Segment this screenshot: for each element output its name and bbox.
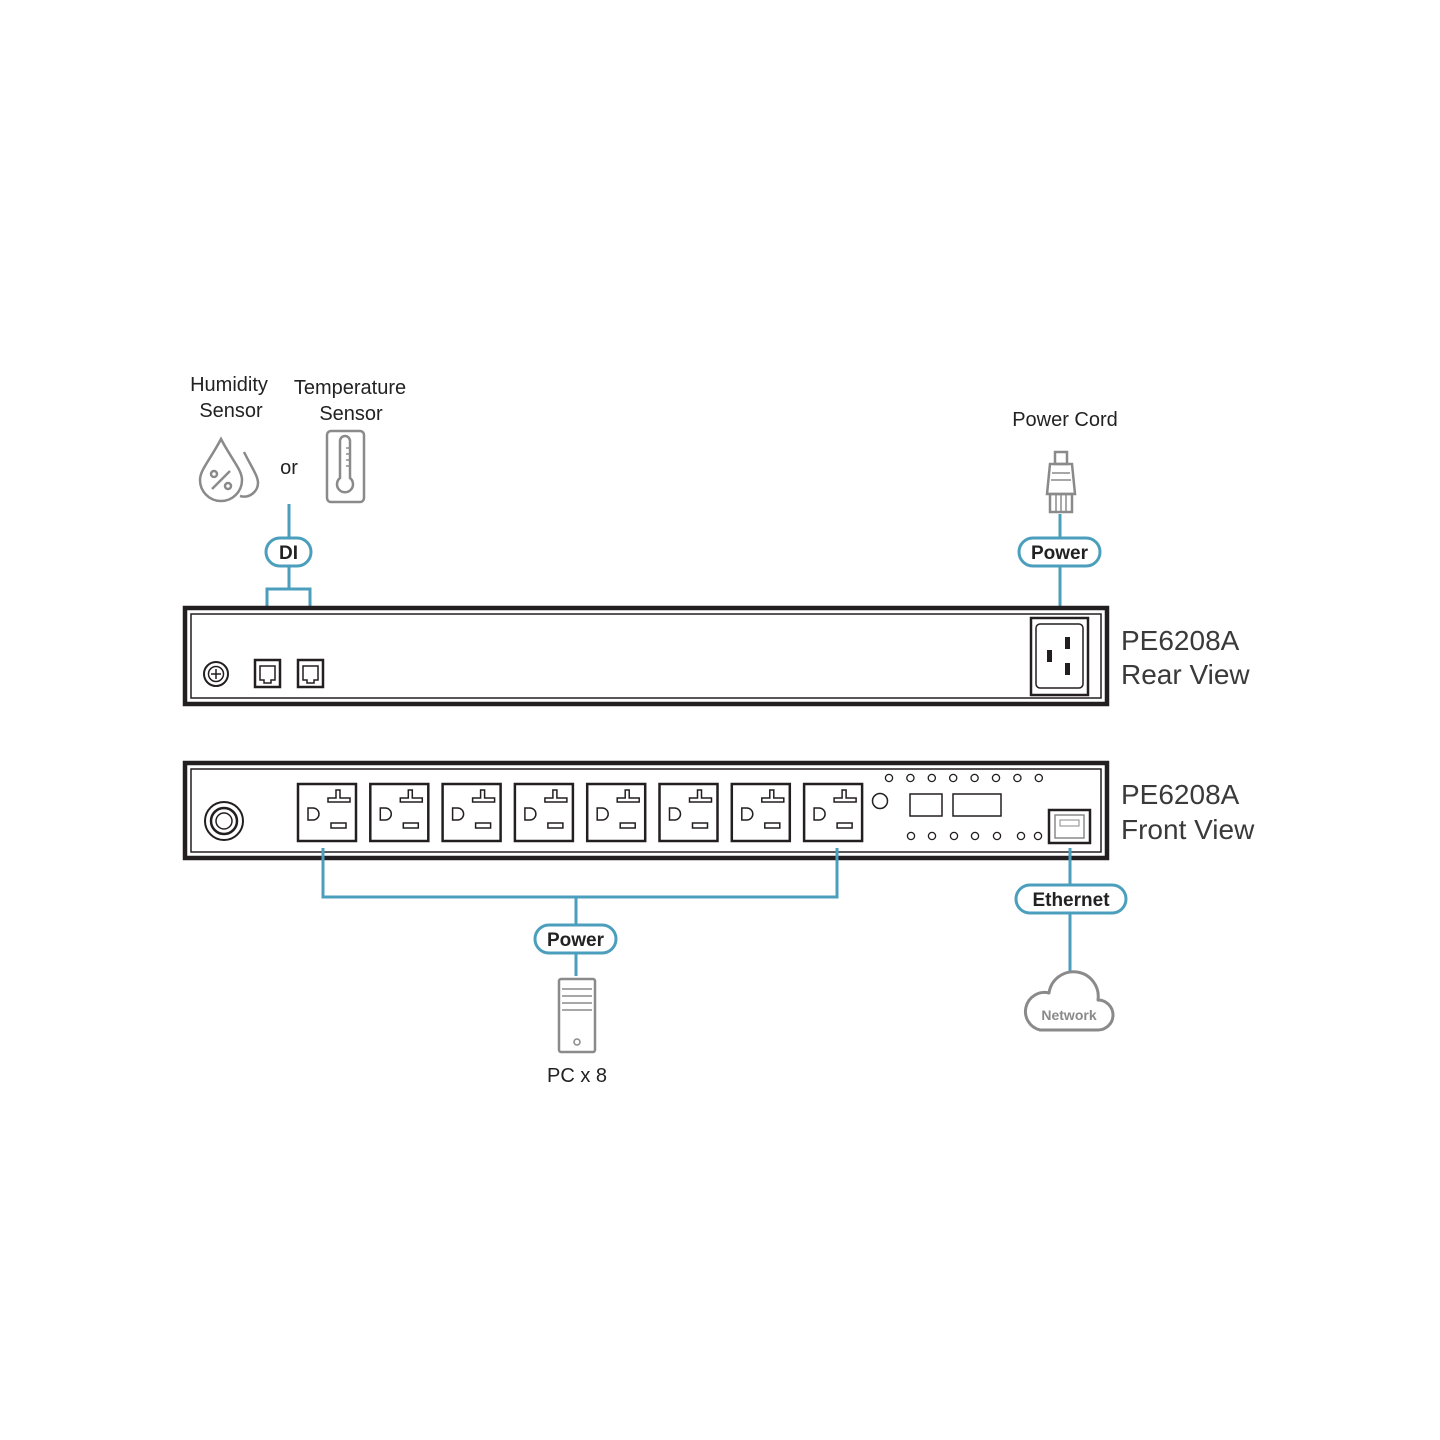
rear-power-pill: Power [1017, 536, 1102, 568]
front-power-pill-label: Power [547, 930, 605, 951]
network-label: Network [1041, 1007, 1096, 1023]
cloud-icon [1023, 970, 1115, 1032]
led-bottom-4 [970, 831, 980, 841]
front-device-model: PE6208A [1121, 779, 1240, 810]
rear-power-pill-label: Power [1031, 543, 1089, 564]
temperature-sensor-label-line1: Temperature [294, 377, 406, 399]
led-row-bottom [906, 831, 1043, 841]
outlet-8-icon [802, 782, 864, 843]
led-bottom-3 [949, 831, 959, 841]
or-text: or [280, 457, 298, 479]
temperature-sensor-label-line2: Sensor [319, 403, 383, 425]
outlet-2-icon [369, 782, 430, 843]
power-inlet-icon [1029, 616, 1090, 697]
reset-button-icon [871, 792, 889, 810]
di-pill: DI [264, 536, 313, 568]
front-device-view-label: Front View [1121, 814, 1255, 845]
power-plug-icon [1045, 450, 1077, 514]
humidity-sensor: Humidity Sensor [190, 374, 268, 503]
di-port-2-icon [296, 658, 325, 689]
humidity-sensor-label-line1: Humidity [190, 374, 268, 396]
ethernet-pill: Ethernet [1014, 883, 1128, 915]
outlet-3-icon [441, 782, 502, 843]
led-top-2 [906, 773, 915, 783]
di-port-1-icon [253, 658, 282, 689]
led-top-3 [927, 773, 937, 783]
led-top-8 [1034, 773, 1044, 783]
ethernet-port-icon [1047, 808, 1092, 845]
led-bottom-5 [992, 831, 1002, 841]
rear-device-model: PE6208A [1121, 625, 1240, 656]
di-pill-label: DI [279, 543, 298, 564]
led-top-7 [1013, 773, 1022, 783]
ground-screw-icon [203, 661, 229, 687]
humidity-drops-icon [198, 436, 260, 503]
front-power-connection [321, 848, 839, 976]
temperature-sensor: Temperature Sensor [294, 377, 406, 504]
outlet-7-icon [730, 782, 792, 843]
led-top-1 [884, 773, 894, 783]
circuit-breaker-icon [204, 801, 244, 841]
humidity-sensor-label-line2: Sensor [199, 400, 263, 422]
display-window-large [952, 793, 1002, 817]
outlet-4-icon [513, 782, 575, 843]
ethernet-pill-label: Ethernet [1032, 890, 1110, 911]
pc-label: PC x 8 [547, 1065, 607, 1087]
outlet-5-icon [585, 782, 647, 843]
rear-device-panel [182, 605, 1110, 707]
outlet-6-icon [658, 782, 719, 843]
led-bottom-2 [927, 831, 937, 841]
outlet-row [296, 782, 864, 843]
outlet-1-icon [296, 782, 358, 843]
thermometer-icon [325, 429, 366, 504]
display-window-small [909, 793, 943, 817]
led-bottom-7 [1033, 831, 1043, 841]
rear-device-view-label: Rear View [1121, 659, 1250, 690]
led-bottom-6 [1016, 831, 1026, 841]
front-power-pill: Power [533, 923, 618, 955]
led-row-top [884, 773, 1044, 783]
front-device-panel [182, 760, 1110, 861]
led-top-5 [970, 773, 979, 783]
pc-tower-icon [557, 977, 597, 1054]
power-cord-label: Power Cord [1012, 409, 1118, 431]
led-bottom-1 [906, 831, 916, 841]
led-top-4 [948, 773, 958, 783]
led-top-6 [991, 773, 1001, 783]
